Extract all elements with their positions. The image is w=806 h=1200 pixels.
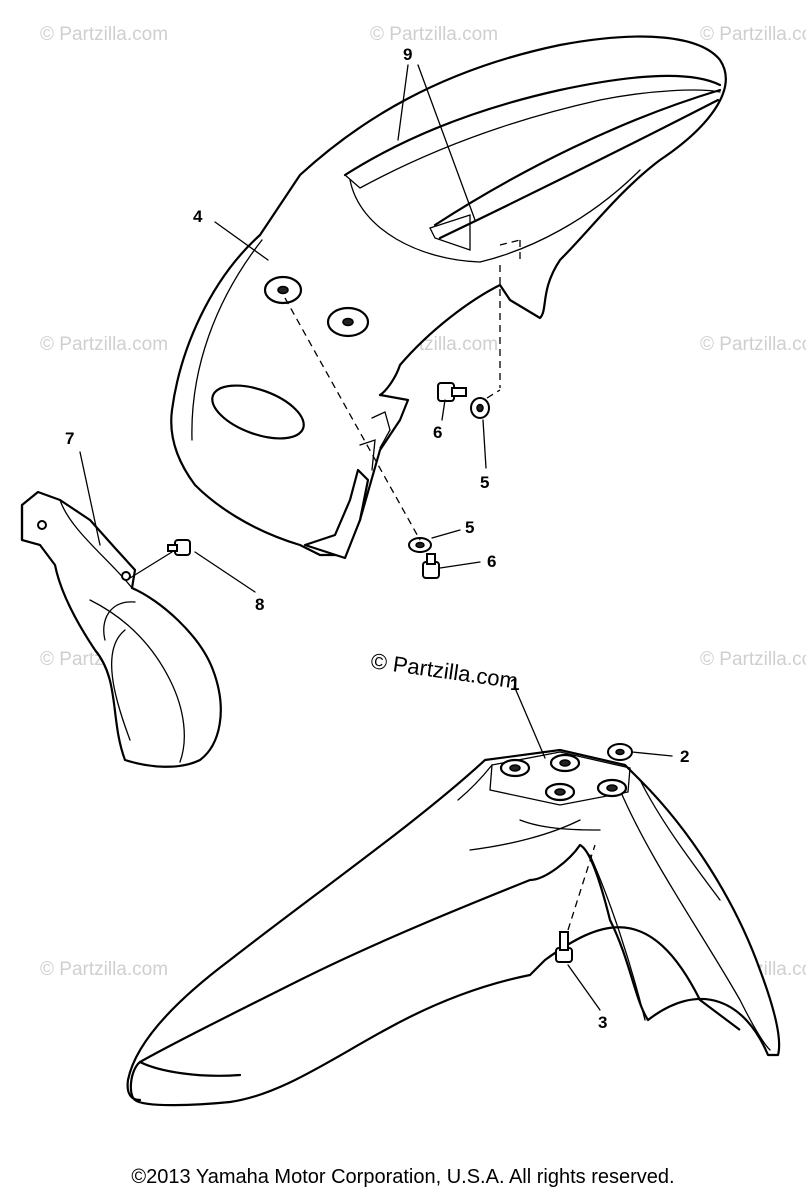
watermark: © Partzilla.com bbox=[700, 334, 806, 355]
callout-1: 1 bbox=[510, 675, 519, 694]
callout-5: 5 bbox=[465, 518, 474, 537]
callout-8: 8 bbox=[255, 595, 264, 614]
copyright-footer: ©2013 Yamaha Motor Corporation, U.S.A. A… bbox=[131, 1166, 675, 1188]
watermark: © Partzilla.com bbox=[700, 24, 806, 45]
callout-5: 5 bbox=[480, 473, 489, 492]
callout-2: 2 bbox=[680, 747, 689, 766]
callout-6: 6 bbox=[487, 552, 496, 571]
bolt-icon bbox=[422, 553, 440, 579]
callout-3: 3 bbox=[598, 1013, 607, 1032]
watermark: © Partzilla.com bbox=[40, 24, 168, 45]
watermark-main: © Partzilla.com bbox=[369, 648, 519, 693]
washer-icon bbox=[408, 537, 432, 553]
callout-7: 7 bbox=[65, 429, 74, 448]
washer-icon bbox=[470, 397, 490, 419]
bolt-icon bbox=[167, 539, 191, 556]
watermark: © Partzilla.com bbox=[700, 649, 806, 670]
watermark: © Partzilla.com bbox=[40, 334, 168, 355]
callout-labels: 9 4 6 5 5 6 7 8 1 2 3 bbox=[65, 45, 689, 1032]
leader-lines bbox=[79, 64, 673, 1011]
mudflap-part-7 bbox=[20, 490, 222, 768]
hardware-group bbox=[167, 382, 633, 963]
callout-9: 9 bbox=[403, 45, 412, 64]
bolt-icon bbox=[555, 931, 573, 963]
callout-6: 6 bbox=[433, 423, 442, 442]
nut-icon bbox=[607, 743, 633, 761]
callout-4: 4 bbox=[193, 207, 203, 226]
bolt-icon bbox=[437, 382, 467, 402]
front-fender-part-1 bbox=[126, 748, 781, 1107]
watermark: © Partzilla.com bbox=[370, 24, 498, 45]
watermark: © Partzilla.com bbox=[40, 959, 168, 980]
rear-fender-part-4 bbox=[170, 35, 727, 560]
